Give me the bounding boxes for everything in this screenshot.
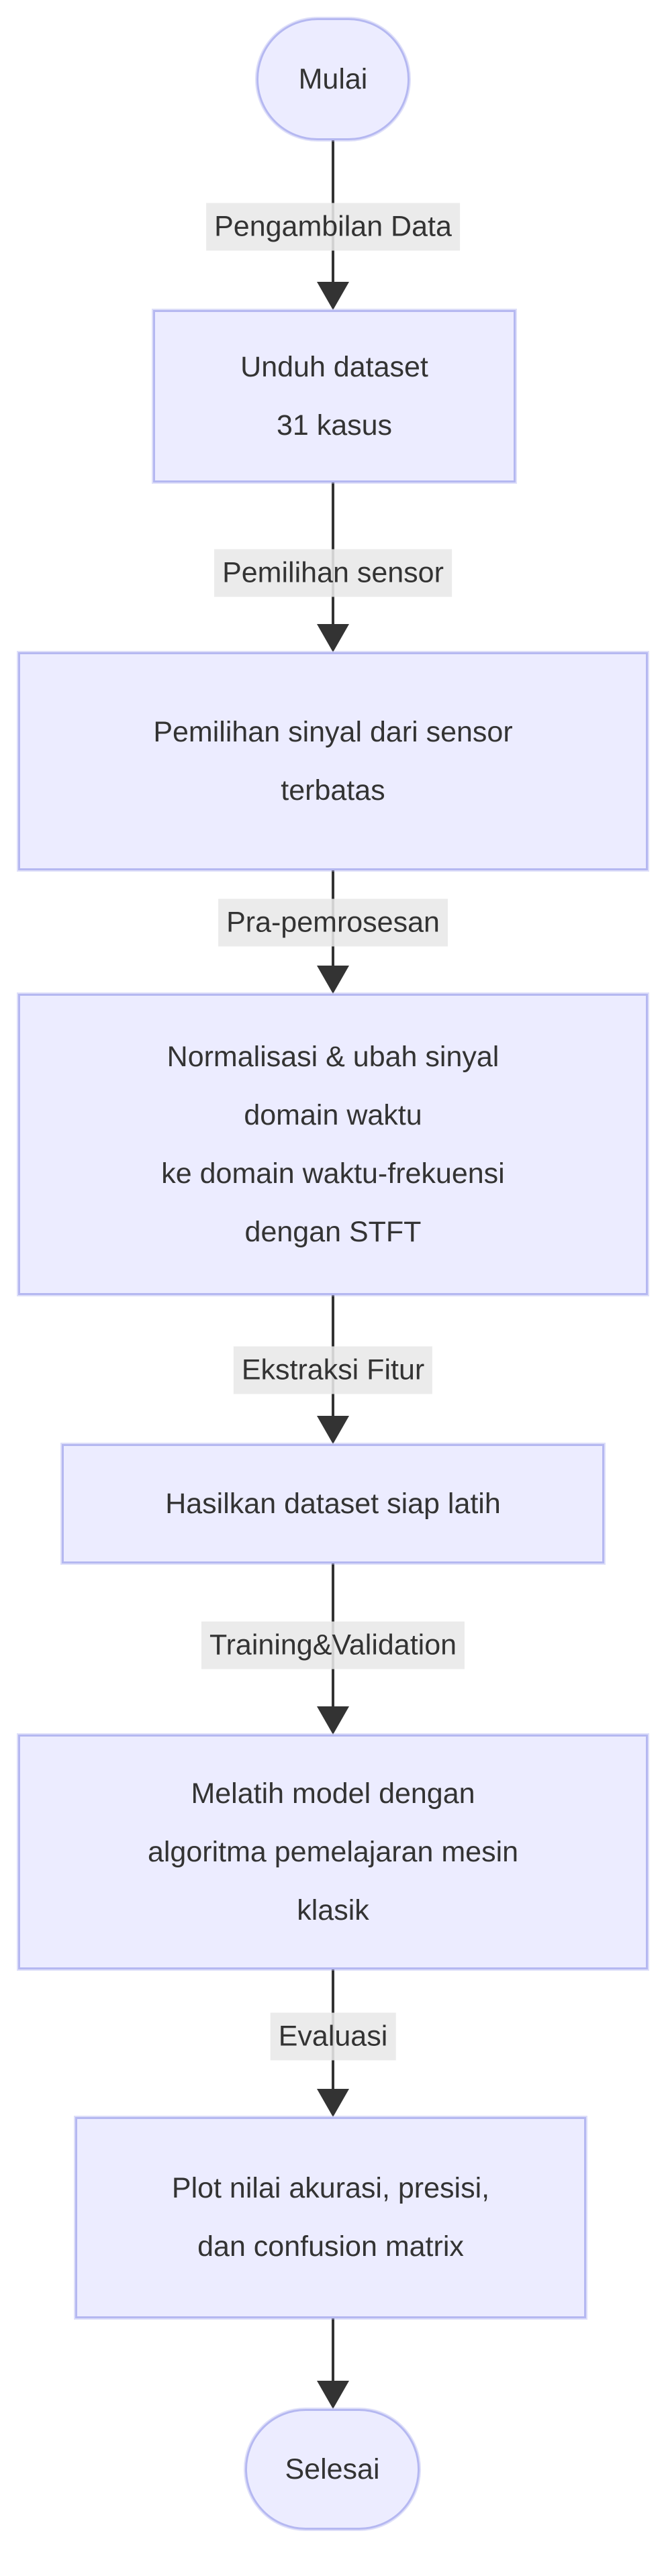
process-normalisasi-stft-label: Normalisasi & ubah sinyal domain waktu k… (161, 1040, 505, 1248)
process-pemilihan-sinyal: Pemilihan sinyal dari sensor terbatas (18, 652, 648, 870)
process-hasilkan-dataset-label: Hasilkan dataset siap latih (165, 1487, 501, 1520)
node-selesai-label: Selesai (285, 2453, 380, 2485)
process-pemilihan-sinyal-label: Pemilihan sinyal dari sensor terbatas (153, 715, 513, 807)
edge-line-step6-end (332, 2318, 334, 2382)
arrowhead-icon (317, 1416, 349, 1444)
edge-label-pengambilan-data: Pengambilan Data (206, 203, 460, 251)
edge-label-ekstraksi-fitur: Ekstraksi Fitur (233, 1346, 433, 1394)
process-normalisasi-stft: Normalisasi & ubah sinyal domain waktu k… (18, 994, 648, 1295)
process-melatih-model: Melatih model dengan algoritma pemelajar… (18, 1735, 648, 1969)
node-mulai-label: Mulai (298, 62, 368, 95)
arrowhead-icon (317, 624, 349, 652)
node-mulai: Mulai (256, 18, 410, 140)
arrowhead-icon (317, 966, 349, 994)
process-melatih-model-label: Melatih model dengan algoritma pemelajar… (147, 1777, 519, 1926)
arrowhead-icon (317, 2381, 349, 2409)
process-plot-evaluasi-label: Plot nilai akurasi, presisi, dan confusi… (171, 2172, 490, 2263)
edge-label-training-validation: Training&Validation (201, 1621, 465, 1669)
process-hasilkan-dataset: Hasilkan dataset siap latih (62, 1444, 604, 1563)
edge-label-pemilihan-sensor: Pemilihan sensor (214, 549, 452, 597)
node-selesai: Selesai (245, 2409, 420, 2530)
edge-label-evaluasi: Evaluasi (270, 2012, 396, 2061)
process-plot-evaluasi: Plot nilai akurasi, presisi, dan confusi… (75, 2117, 586, 2318)
arrowhead-icon (317, 282, 349, 310)
arrowhead-icon (317, 1706, 349, 1735)
process-unduh-dataset: Unduh dataset 31 kasus (153, 310, 516, 482)
edge-label-pra-pemrosesan: Pra-pemrosesan (218, 898, 448, 947)
arrowhead-icon (317, 2089, 349, 2117)
process-unduh-dataset-label: Unduh dataset 31 kasus (240, 350, 428, 442)
